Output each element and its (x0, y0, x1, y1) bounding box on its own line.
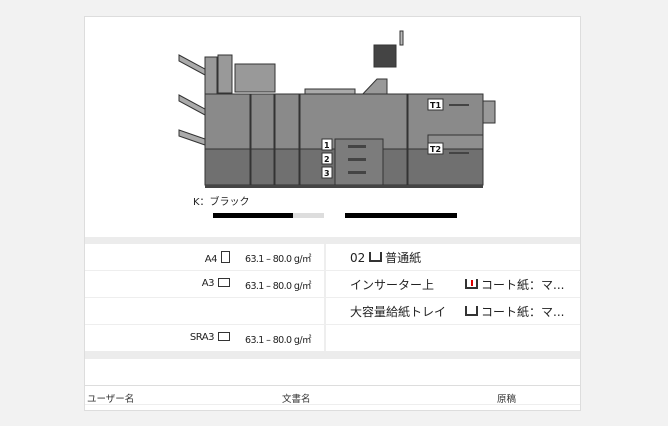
toner-level-fill (213, 213, 293, 218)
portrait-paper-icon (221, 251, 230, 263)
toner-label: K：ブラック (193, 197, 250, 208)
paper-size: A3 (202, 278, 230, 289)
waste-toner-bar (345, 213, 457, 218)
tray-name[interactable]: インサーター上 (350, 278, 435, 292)
paper-size: SRA3 (190, 332, 230, 343)
tray-label-2[interactable]: 2 (324, 155, 330, 164)
tray-warning-icon (465, 279, 478, 289)
paper-size-row: A4 63.1 – 80.0 g/㎡ 02 普通紙 (85, 244, 580, 271)
tray-label-1[interactable]: 1 (324, 141, 330, 150)
device-status-panel: T1 T2 1 2 3 K：ブラック A4 63.1 – 80.0 g/㎡ 02… (84, 16, 581, 411)
column-header-document[interactable]: 文書名 (282, 394, 311, 405)
column-header-user[interactable]: ユーザー名 (87, 394, 135, 405)
paper-size-row: SRA3 63.1 – 80.0 g/㎡ (85, 325, 580, 351)
tray-label-t2[interactable]: T2 (430, 145, 441, 154)
paper-weight: 63.1 – 80.0 g/㎡ (245, 335, 311, 346)
paper-size-row: 大容量給紙トレイ コート紙：マ... (85, 298, 580, 325)
tray-label-t1[interactable]: T1 (430, 101, 441, 110)
tray-name[interactable]: 大容量給紙トレイ (350, 305, 447, 319)
paper-size-row: A3 63.1 – 80.0 g/㎡ インサーター上 コート紙：マ... (85, 271, 580, 298)
paper-size: A4 (205, 251, 230, 265)
tray-paper[interactable]: コート紙：マ... (465, 303, 564, 320)
tray-paper[interactable]: コート紙：マ... (465, 276, 564, 293)
tray-label-3[interactable]: 3 (324, 169, 330, 178)
landscape-paper-icon (218, 332, 230, 341)
tray-item[interactable]: 02 普通紙 (350, 251, 422, 265)
waste-toner-fill (345, 213, 457, 218)
column-header-original[interactable]: 原稿 (497, 394, 517, 405)
machine-illustration: T1 T2 1 2 3 (178, 30, 496, 188)
toner-level-bar (213, 213, 324, 218)
paper-weight: 63.1 – 80.0 g/㎡ (245, 254, 311, 265)
landscape-paper-icon (218, 278, 230, 287)
tray-icon (369, 252, 383, 262)
tray-icon (465, 306, 478, 316)
paper-weight: 63.1 – 80.0 g/㎡ (245, 281, 311, 292)
